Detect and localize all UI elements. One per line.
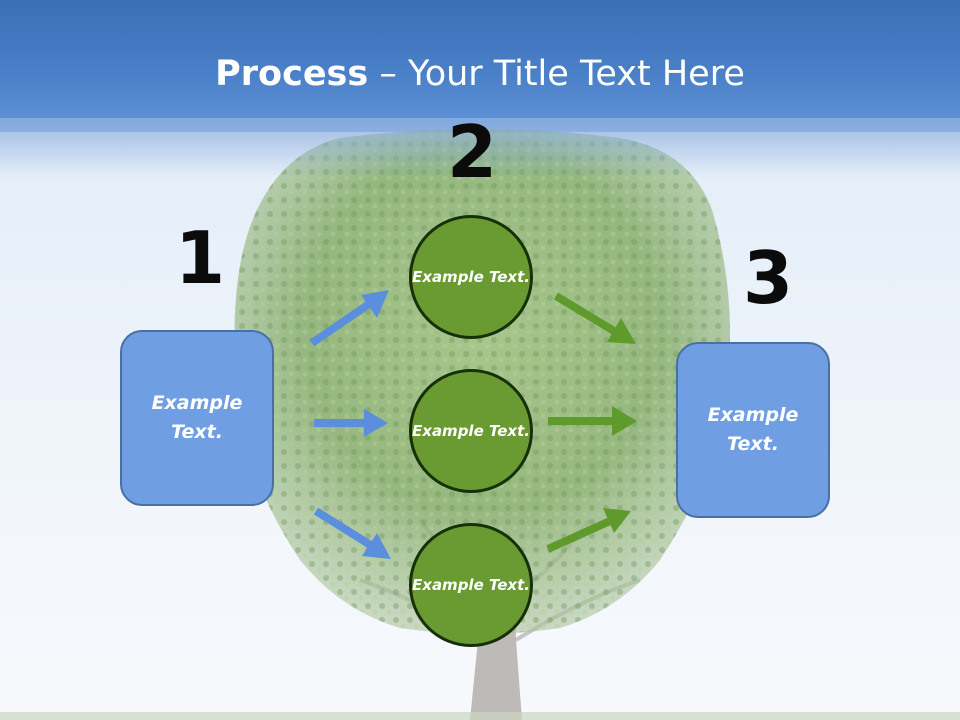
slide-title: Process – Your Title Text Here bbox=[0, 52, 960, 96]
circle-bottom: Example Text. bbox=[409, 523, 533, 647]
circle-top: Example Text. bbox=[409, 215, 533, 339]
step-number-2: 2 bbox=[446, 110, 498, 194]
blue-arrow-up bbox=[309, 290, 389, 347]
step-number-1: 1 bbox=[174, 216, 226, 300]
green-arrow-right bbox=[548, 406, 637, 436]
left-process-box: Example Text. bbox=[120, 330, 274, 506]
green-arrow-down bbox=[553, 292, 636, 344]
blue-arrow-right bbox=[314, 409, 388, 437]
circle-bottom-text: Example Text. bbox=[412, 575, 530, 594]
circle-top-text: Example Text. bbox=[412, 267, 530, 286]
circle-middle-text: Example Text. bbox=[412, 421, 530, 440]
right-process-box: Example Text. bbox=[676, 342, 830, 518]
right-box-text: Example Text. bbox=[707, 404, 799, 455]
left-box-text: Example Text. bbox=[151, 392, 243, 443]
title-rest: – Your Title Text Here bbox=[368, 54, 745, 94]
green-arrow-up bbox=[546, 508, 631, 553]
header-band bbox=[0, 0, 960, 132]
step-number-3: 3 bbox=[742, 236, 794, 320]
title-bold: Process bbox=[215, 54, 369, 94]
circle-middle: Example Text. bbox=[409, 369, 533, 493]
header-fade bbox=[0, 118, 960, 178]
blue-arrow-down bbox=[313, 507, 391, 559]
